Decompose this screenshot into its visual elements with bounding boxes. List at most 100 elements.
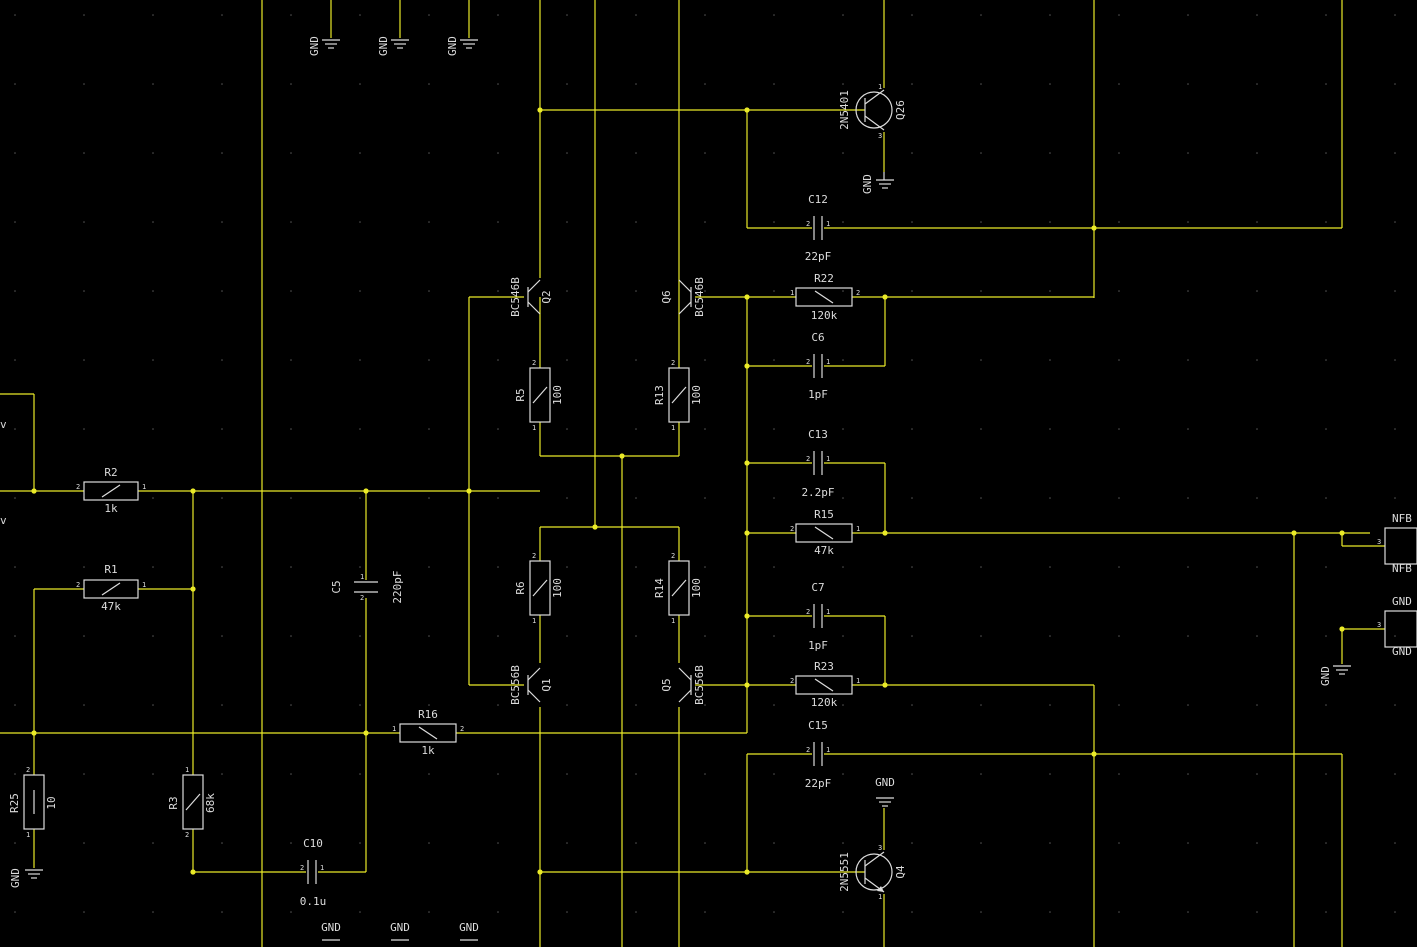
r23-ref: R23 (814, 660, 834, 673)
gnd-symbol-3: GND (446, 36, 478, 56)
r1-pin1: 1 (142, 581, 146, 589)
gnd-conn-label-2: GND (1392, 645, 1412, 658)
c13-value: 2.2pF (801, 486, 834, 499)
c6-ref: C6 (811, 331, 824, 344)
capacitor-c10[interactable]: C10 0.1u 2 1 (300, 837, 327, 908)
resistor-r16[interactable]: R16 1k 1 2 (392, 708, 464, 757)
transistor-q4[interactable]: 2N5551 Q4 3 1 (838, 844, 907, 901)
resistor-r15[interactable]: R15 47k 2 1 (790, 508, 860, 557)
q4-part: 2N5551 (838, 852, 851, 892)
gnd-symbol-2: GND (377, 36, 409, 56)
q1-part: BC556B (509, 665, 522, 705)
q1-ref: Q1 (540, 678, 553, 691)
r14-ref: R14 (653, 578, 666, 598)
r25-pin1: 1 (26, 831, 30, 839)
r15-pin2: 2 (790, 525, 794, 533)
gnd-label-1: GND (308, 36, 321, 56)
connector-gnd[interactable]: GND GND 3 (1377, 595, 1417, 658)
left-edge-label-1: v (0, 418, 7, 431)
resistor-r5[interactable]: R5 100 2 1 (514, 359, 564, 432)
transistor-q1[interactable]: BC556B Q1 (509, 665, 553, 705)
gnd-symbol-q26: GND (861, 172, 894, 194)
transistor-q6[interactable]: Q6 BC546B (660, 277, 706, 317)
grid-dots (14, 14, 1396, 913)
r22-pin2: 2 (856, 289, 860, 297)
resistor-r25[interactable]: R25 10 2 1 (8, 766, 58, 839)
q6-ref: Q6 (660, 290, 673, 303)
resistor-r6[interactable]: R6 100 2 1 (514, 552, 564, 625)
r2-ref: R2 (104, 466, 117, 479)
resistor-r3[interactable]: R3 68k 1 2 (167, 766, 217, 839)
transistor-q2[interactable]: BC546B Q2 (509, 277, 553, 317)
r6-pin1: 1 (532, 617, 536, 625)
capacitor-c13[interactable]: C13 2.2pF 2 1 (801, 428, 834, 499)
c15-value: 22pF (805, 777, 832, 790)
gnd-symbol-r25: GND (9, 868, 43, 888)
r13-pin1: 1 (671, 424, 675, 432)
transistor-q26[interactable]: 2N5401 Q26 13 (838, 83, 907, 140)
r6-ref: R6 (514, 581, 527, 594)
c10-ref: C10 (303, 837, 323, 850)
c6-pin1: 1 (826, 358, 830, 366)
resistor-r1[interactable]: R1 47k 2 1 (76, 563, 146, 613)
resistor-r22[interactable]: R22 120k 1 2 (790, 272, 860, 322)
resistor-r14[interactable]: R14 100 2 1 (653, 552, 703, 625)
r3-pin1: 1 (185, 766, 189, 774)
r14-value: 100 (690, 578, 703, 598)
r22-pin1: 1 (790, 289, 794, 297)
ground-symbols: GND GND GND GND GND GND GND GND GND GND (9, 36, 1351, 941)
r25-value: 10 (45, 796, 58, 809)
resistor-r23[interactable]: R23 120k 2 1 (790, 660, 860, 709)
gnd-conn-label: GND (1392, 595, 1412, 608)
r3-value: 68k (204, 793, 217, 813)
gnd-label-q26: GND (861, 174, 874, 194)
transistor-q5[interactable]: Q5 BC556B (660, 665, 706, 705)
capacitor-c5[interactable]: C5 220pF 1 2 (330, 570, 404, 603)
q4-ref: Q4 (894, 865, 907, 879)
c5-pin2: 2 (360, 594, 364, 602)
r22-ref: R22 (814, 272, 834, 285)
r3-pin2: 2 (185, 831, 189, 839)
r25-ref: R25 (8, 793, 21, 813)
gnd-label-2: GND (377, 36, 390, 56)
r13-value: 100 (690, 385, 703, 405)
left-edge-label-2: v (0, 514, 7, 527)
capacitor-c6[interactable]: C6 1pF 2 1 (806, 331, 830, 401)
c6-pin2: 2 (806, 358, 810, 366)
nfb-pin: 3 (1377, 538, 1381, 546)
capacitor-c15[interactable]: C15 22pF 2 1 (805, 719, 832, 790)
capacitor-c12[interactable]: C12 22pF 2 1 (805, 193, 832, 263)
gnd-conn-pin: 3 (1377, 621, 1381, 629)
gnd-label-3: GND (446, 36, 459, 56)
r6-value: 100 (551, 578, 564, 598)
r1-pin2: 2 (76, 581, 80, 589)
gnd-label-5: GND (390, 921, 410, 934)
r23-pin1: 1 (856, 677, 860, 685)
svg-text:1: 1 (878, 83, 882, 91)
q26-part: 2N5401 (838, 90, 851, 130)
wires (0, 0, 1385, 947)
resistor-r2[interactable]: R2 1k 2 1 (76, 466, 146, 515)
c15-pin2: 2 (806, 746, 810, 754)
r14-pin1: 1 (671, 617, 675, 625)
r23-pin2: 2 (790, 677, 794, 685)
gnd-symbol-5: GND (390, 921, 410, 941)
connector-nfb[interactable]: NFB NFB 3 (1377, 512, 1417, 575)
r22-value: 120k (811, 309, 838, 322)
svg-text:3: 3 (878, 844, 882, 852)
c7-ref: C7 (811, 581, 824, 594)
capacitor-c7[interactable]: C7 1pF 2 1 (806, 581, 830, 652)
q26-ref: Q26 (894, 100, 907, 120)
r15-value: 47k (814, 544, 834, 557)
r16-pin2: 2 (460, 725, 464, 733)
gnd-symbol-6: GND (459, 921, 479, 941)
c10-value: 0.1u (300, 895, 327, 908)
c12-ref: C12 (808, 193, 828, 206)
svg-text:1: 1 (878, 893, 882, 901)
q2-ref: Q2 (540, 290, 553, 303)
c13-pin1: 1 (826, 455, 830, 463)
resistor-r13[interactable]: R13 100 2 1 (653, 359, 703, 432)
c6-value: 1pF (808, 388, 828, 401)
gnd-label-conn: GND (1319, 666, 1332, 686)
